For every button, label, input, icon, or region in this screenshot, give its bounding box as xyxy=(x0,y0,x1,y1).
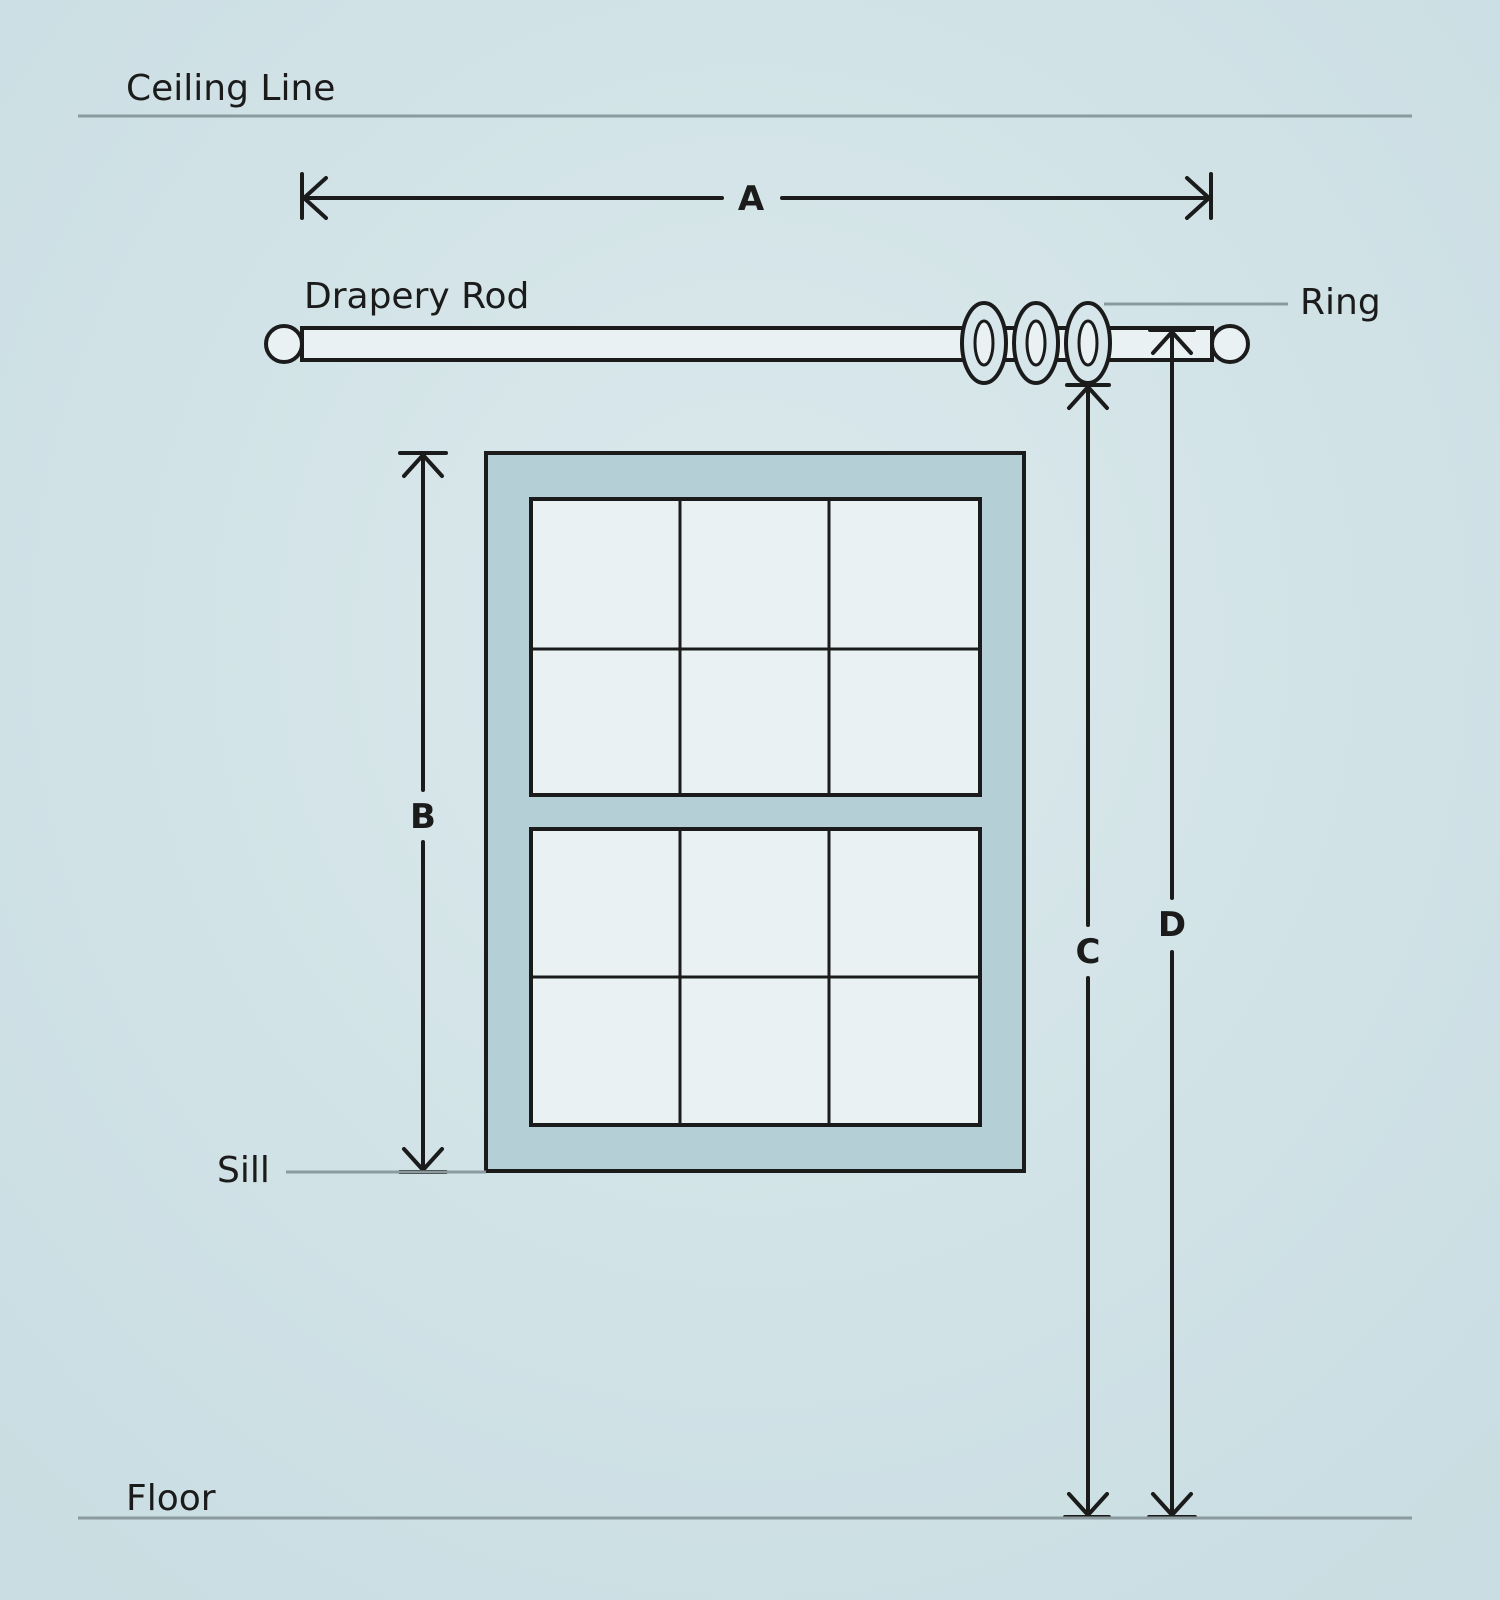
dimension-c-label: C xyxy=(1076,932,1101,972)
dimension-c: C xyxy=(1063,383,1111,1519)
dimension-a: A xyxy=(300,172,1213,220)
floor-line-group: Floor xyxy=(78,1478,1412,1520)
upper-sash-glass xyxy=(529,497,982,797)
dimension-a-right-arrow xyxy=(1185,176,1211,220)
window-upper-sash xyxy=(529,497,982,797)
dimension-c-bottom-arrow xyxy=(1067,1492,1109,1517)
ceiling-line-group: Ceiling Line xyxy=(78,68,1412,118)
rod-finial-right xyxy=(1210,324,1250,364)
rod-finial-left xyxy=(264,324,304,364)
floor-label: Floor xyxy=(126,1478,216,1519)
window xyxy=(484,451,1026,1173)
dimension-b-label: B xyxy=(410,797,436,837)
dimension-d: D xyxy=(1147,328,1197,1519)
dimension-d-label: D xyxy=(1158,905,1186,945)
ring-1 xyxy=(960,301,1008,385)
window-lower-sash xyxy=(529,827,982,1127)
sill-label: Sill xyxy=(217,1150,270,1191)
dimension-d-bottom-arrow xyxy=(1151,1492,1193,1517)
dimension-b-top-arrow xyxy=(402,453,444,478)
sill-group: Sill xyxy=(217,1150,486,1191)
rings: Ring xyxy=(960,282,1381,385)
ceiling-line-label: Ceiling Line xyxy=(126,68,335,109)
ring-label: Ring xyxy=(1300,282,1381,323)
dimension-c-top-arrow xyxy=(1067,385,1109,410)
dimension-a-label: A xyxy=(738,179,765,219)
drapery-rod: Drapery Rod xyxy=(264,276,1250,364)
ring-3 xyxy=(1064,301,1112,385)
ring-2 xyxy=(1012,301,1060,385)
drapery-rod-label: Drapery Rod xyxy=(304,276,529,317)
dimension-b: B xyxy=(398,451,448,1174)
dimension-b-bottom-arrow xyxy=(402,1147,444,1172)
dimension-a-left-arrow xyxy=(302,176,328,220)
dimension-d-top-arrow xyxy=(1151,330,1193,355)
